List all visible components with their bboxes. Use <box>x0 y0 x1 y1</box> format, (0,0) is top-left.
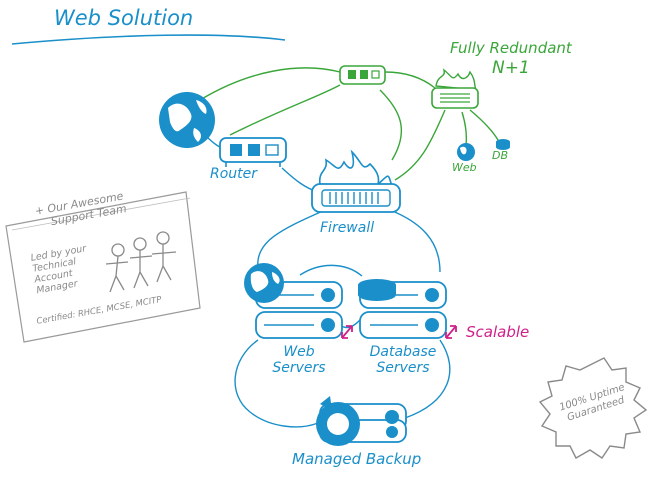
web-servers-label-line2: Servers <box>272 360 326 377</box>
backup-label: Managed Backup <box>292 450 422 468</box>
router-icon <box>219 137 287 167</box>
web-server-stack-icon <box>255 281 343 339</box>
database-icon <box>358 279 396 301</box>
redundant-db-icon <box>496 139 510 150</box>
network-links <box>204 134 451 428</box>
redundant-web-label: Web <box>452 161 477 174</box>
redundancy-label: Fully Redundant <box>450 39 572 57</box>
page-title: Web Solution <box>54 6 194 30</box>
firewall-icon <box>311 149 401 213</box>
title-underline <box>11 34 286 45</box>
scale-arrow-icon <box>341 325 457 339</box>
redundant-web-globe-icon <box>457 143 475 161</box>
database-servers-label: Database Servers <box>356 344 450 376</box>
scalable-label: Scalable <box>466 323 530 341</box>
support-card <box>5 191 201 343</box>
database-servers-label-line1: Database <box>369 344 437 360</box>
web-servers-label: Web Servers <box>256 344 342 376</box>
redundant-db-label: DB <box>492 149 509 162</box>
globe-icon <box>159 92 215 148</box>
redundancy-label-n1: N+1 <box>492 58 530 78</box>
redundant-links <box>199 67 499 181</box>
database-servers-label-line2: Servers <box>376 360 430 377</box>
support-team-figures-icon <box>105 231 177 293</box>
router-label: Router <box>210 166 258 182</box>
web-servers-label-line1: Web <box>283 344 315 360</box>
uptime-badge-icon <box>538 357 648 459</box>
firewall-label: Firewall <box>320 220 375 236</box>
web-globe-icon <box>244 263 284 303</box>
redundant-router-icon <box>339 65 386 85</box>
redundant-firewall-icon <box>431 68 479 109</box>
backup-refresh-icon <box>316 396 360 446</box>
